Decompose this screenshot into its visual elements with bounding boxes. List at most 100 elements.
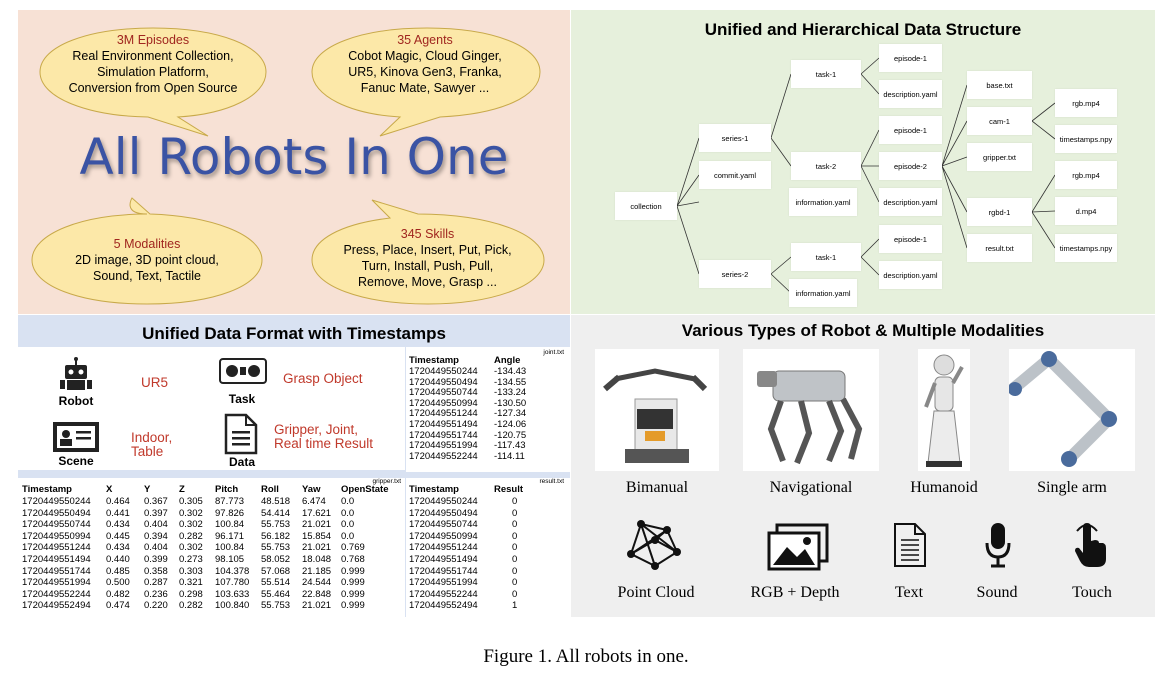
table-cell: 98.105 <box>215 554 245 565</box>
table-cell: 0.999 <box>341 565 365 577</box>
table-cell: 0.399 <box>144 554 168 565</box>
bubble-line: Fanuc Mate, Sawyer ... <box>360 81 490 95</box>
node-gripper: gripper.txt <box>967 143 1032 171</box>
table-cell: 1720449551494 <box>409 419 478 430</box>
table-cell: 0.434 <box>106 519 130 531</box>
node-episode: episode-1 <box>879 225 942 253</box>
table-cell: 54.414 <box>261 507 291 519</box>
node-task-1: task-1 <box>791 243 861 271</box>
table-cell: 0.287 <box>144 577 168 589</box>
node-episode: episode-1 <box>879 116 942 144</box>
table-cell: 100.84 <box>215 519 245 531</box>
node-timestamps: timestamps.npy <box>1055 125 1117 153</box>
robot-type-label: Bimanual <box>625 479 689 496</box>
node-rgb: rgb.mp4 <box>1055 161 1117 189</box>
table-cell: 21.021 <box>302 542 332 554</box>
table-cell: 0.404 <box>144 519 168 531</box>
node-episode-2: episode-2 <box>879 152 942 180</box>
bubble-heading: 3M Episodes <box>116 33 190 47</box>
data-structure-panel: Unified and Hierarchical Data Structure <box>571 10 1155 314</box>
table-cell: 1720449551744 <box>22 565 91 577</box>
table-cell: 1720449552244 <box>409 588 478 600</box>
table-cell: 0.305 <box>179 496 203 507</box>
table-cell: 55.514 <box>261 577 291 589</box>
table-cell: 0.302 <box>179 542 203 554</box>
column-header: Timestamp <box>22 484 72 495</box>
table-cell: 0.999 <box>341 577 365 589</box>
table-cell: 103.633 <box>215 588 250 600</box>
bubble-line: UR5, Kinova Gen3, Franka, <box>348 65 502 79</box>
table-cell: 1720449552244 <box>409 450 478 462</box>
table-cell: -117.43 <box>494 440 526 452</box>
bubble-line: Remove, Move, Grasp ... <box>358 275 497 289</box>
table-cell: 21.021 <box>302 600 332 612</box>
data-format-panel: Unified Data Format with Timestamps Robo… <box>18 315 570 617</box>
table-cell: 1720449552494 <box>409 600 478 612</box>
column-header: OpenState <box>341 484 389 495</box>
file-name: result.txt <box>539 478 564 485</box>
table-cell: 0.303 <box>179 565 203 577</box>
table-cell: 0.394 <box>144 530 168 542</box>
panel-title: Various Types of Robot & Multiple Modali… <box>681 321 1045 340</box>
column-header: Roll <box>261 484 279 495</box>
table-cell: 55.753 <box>261 519 291 531</box>
table-cell: 1720449551994 <box>409 440 478 452</box>
column-header: X <box>106 484 113 495</box>
table-cell: 1 <box>512 600 518 612</box>
panel-title: Unified and Hierarchical Data Structure <box>704 20 1022 39</box>
table-cell: 1720449551244 <box>409 542 478 554</box>
table-cell: 0 <box>512 577 518 589</box>
table-cell: 1720449551744 <box>409 565 478 577</box>
node-rgbd: rgbd-1 <box>967 198 1032 226</box>
table-cell: -134.55 <box>494 376 527 388</box>
table-cell: 107.780 <box>215 577 250 589</box>
table-cell: 17.621 <box>302 507 332 519</box>
robot-type-label: Navigational <box>769 479 853 496</box>
table-cell: 0 <box>512 542 518 554</box>
modality-label: Touch <box>1072 584 1112 601</box>
table-cell: 0.0 <box>341 507 355 519</box>
table-cell: 0 <box>512 496 518 507</box>
table-cell: 87.773 <box>215 496 245 507</box>
episodes-bubble: 3M Episodes Real Environment Collection,… <box>28 24 278 137</box>
data-value: Gripper, Joint, Real time Result <box>274 423 373 451</box>
modality-label: Point Cloud <box>617 584 695 601</box>
document-icon <box>224 413 258 455</box>
table-cell: 0 <box>512 530 518 542</box>
scene-icon <box>53 422 99 452</box>
rgb-depth-icon <box>767 523 829 571</box>
node-timestamps: timestamps.npy <box>1055 234 1117 262</box>
text-document-icon <box>894 523 926 567</box>
table-cell: 0.321 <box>179 577 203 589</box>
node-episode: episode-1 <box>879 44 942 72</box>
table-cell: 0.367 <box>144 496 168 507</box>
panel-title: Unified Data Format with Timestamps <box>142 324 446 343</box>
table-cell: 0.236 <box>144 588 168 600</box>
table-cell: 58.052 <box>261 554 291 565</box>
overview-panel: 3M Episodes Real Environment Collection,… <box>18 10 570 314</box>
table-cell: 0.358 <box>144 565 168 577</box>
bubble-line: Cobot Magic, Cloud Ginger, <box>348 49 502 63</box>
node-task-2: task-2 <box>791 152 861 180</box>
node-base: base.txt <box>967 71 1032 99</box>
file-name: gripper.txt <box>372 478 401 485</box>
table-cell: 21.021 <box>302 519 332 531</box>
single-arm-robot-image <box>1007 349 1135 471</box>
robot-icon <box>60 357 92 390</box>
robots-modalities-panel: Various Types of Robot & Multiple Modali… <box>571 315 1155 617</box>
table-cell: 0.302 <box>179 507 203 519</box>
table-cell: 1720449550994 <box>409 397 478 409</box>
table-cell: 1720449550244 <box>22 496 91 507</box>
table-cell: 0.220 <box>144 600 168 612</box>
skills-bubble: 345 Skills Press, Place, Insert, Put, Pi… <box>300 199 555 308</box>
table-cell: 21.185 <box>302 565 332 577</box>
table-cell: 96.171 <box>215 530 245 542</box>
table-cell: 0.0 <box>341 530 355 542</box>
table-cell: 1720449551994 <box>409 577 478 589</box>
table-cell: 1720449550494 <box>409 376 478 388</box>
touch-hand-icon <box>1075 523 1106 567</box>
table-cell: 55.464 <box>261 588 291 600</box>
bubble-line: Simulation Platform, <box>97 65 209 79</box>
node-series-1: series-1 <box>699 124 771 152</box>
table-cell: 0.999 <box>341 600 365 612</box>
